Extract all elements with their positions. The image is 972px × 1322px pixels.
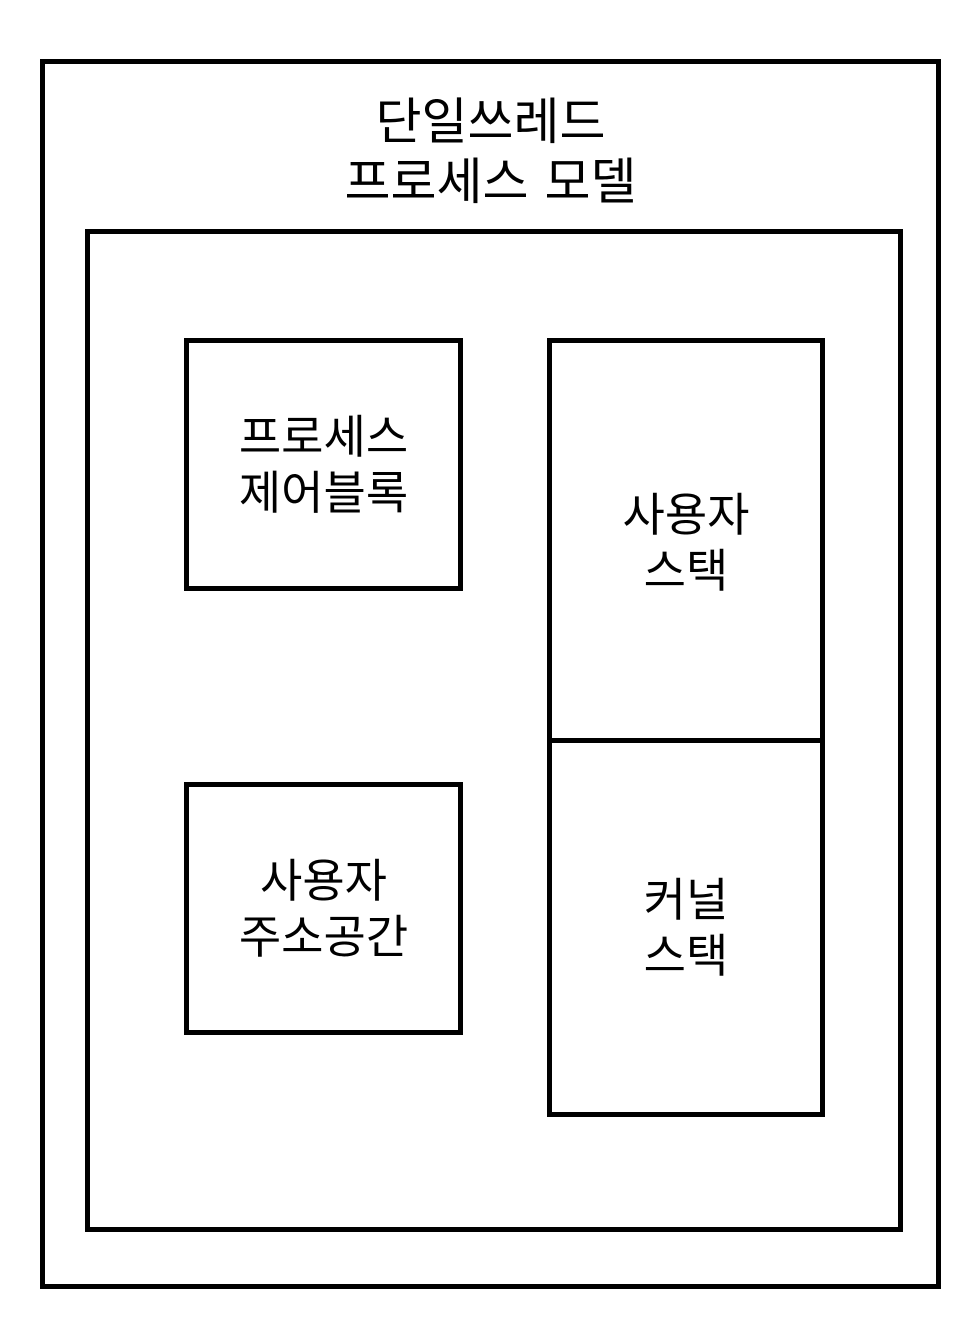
diagram-title-line-1: 단일쓰레드 <box>375 93 606 151</box>
user-stack-label: 사용자 스택 <box>547 338 825 748</box>
process-control-block-label: 프로세스 제어블록 <box>184 338 463 591</box>
user-address-space-label-line-1: 사용자 <box>260 853 387 908</box>
user-address-space-label: 사용자 주소공간 <box>184 782 463 1035</box>
process-control-block-label-line-2: 제어블록 <box>238 465 409 520</box>
user-address-space-box <box>184 782 463 1035</box>
user-stack-label-line-2: 스택 <box>643 544 729 598</box>
process-control-block-label-line-1: 프로세스 <box>238 409 409 464</box>
kernel-stack-label-line-2: 스택 <box>643 928 729 983</box>
user-address-space-label-line-2: 주소공간 <box>238 909 409 964</box>
diagram-title-line-2: 프로세스 모델 <box>344 153 637 211</box>
kernel-stack-label-line-1: 커널 <box>643 872 729 927</box>
user-stack-box <box>547 338 825 743</box>
diagram-title: 단일쓰레드 프로세스 모델 <box>40 92 941 212</box>
user-stack-label-line-1: 사용자 <box>622 488 750 542</box>
kernel-stack-label: 커널 스택 <box>547 738 825 1117</box>
process-control-block-box <box>184 338 463 591</box>
kernel-stack-box <box>547 738 825 1117</box>
